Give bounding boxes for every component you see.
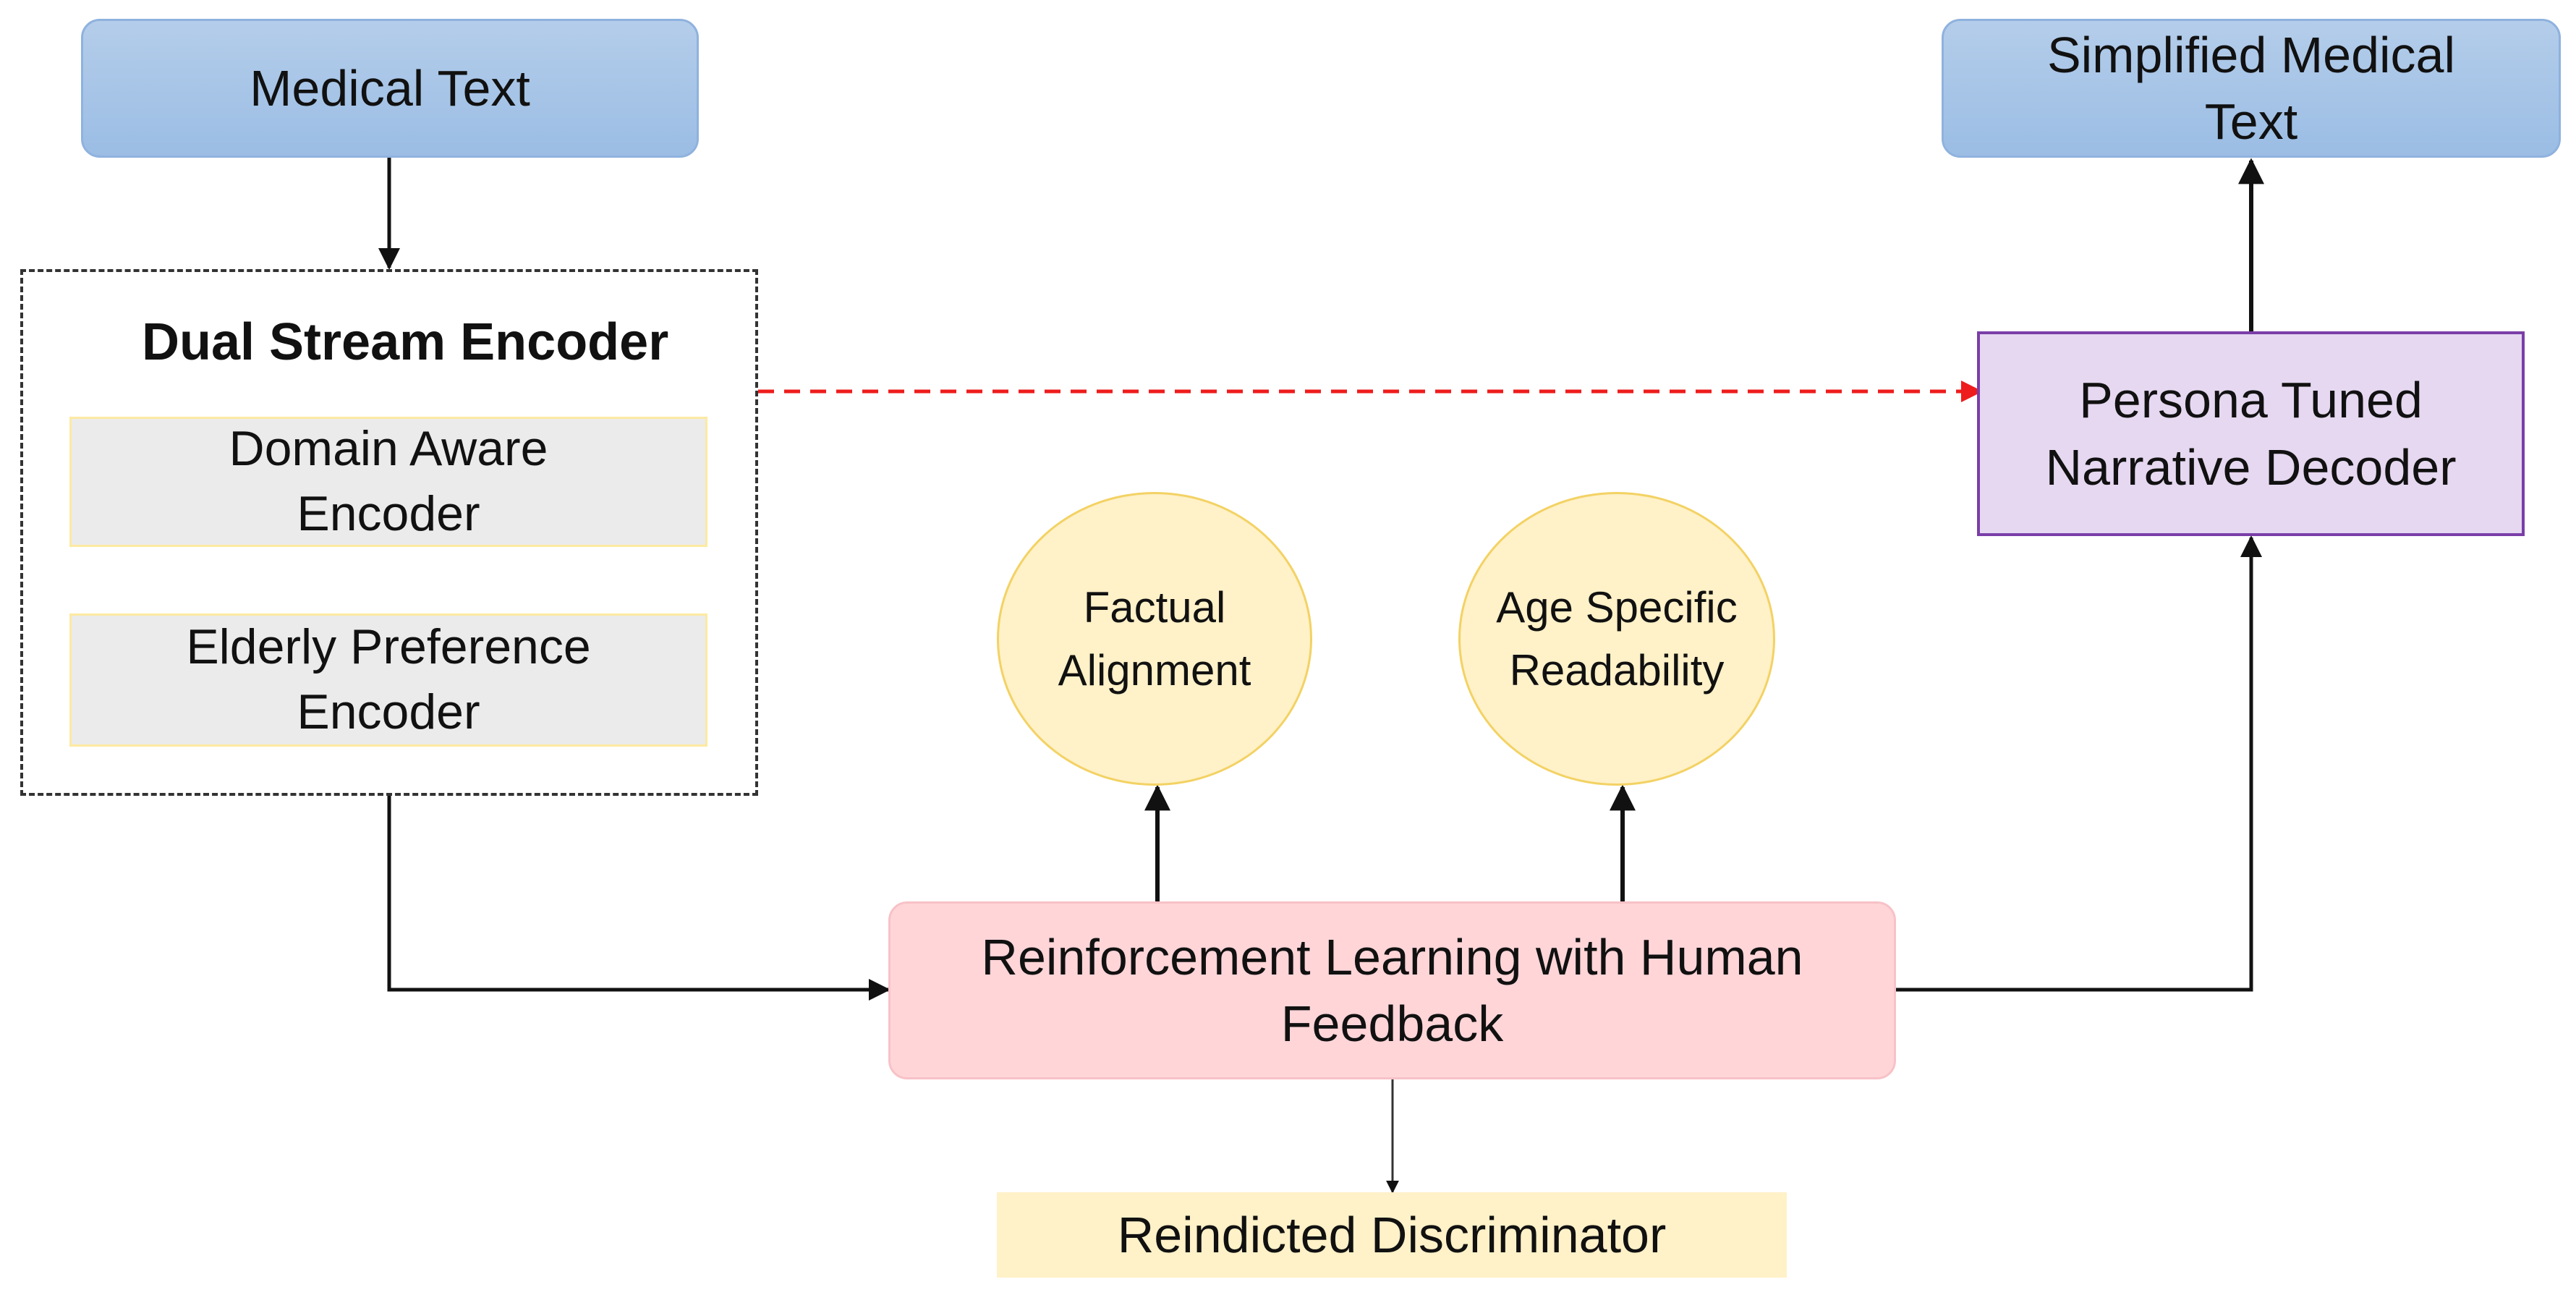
reindicted-discriminator-box: Reindicted Discriminator [997, 1192, 1787, 1278]
age-specific-line1: Age Specific [1496, 583, 1738, 632]
elderly-preference-line2: Encoder [297, 684, 480, 739]
factual-alignment-circle: Factual Alignment [997, 492, 1312, 786]
age-specific-line2: Readability [1509, 646, 1725, 695]
domain-aware-line2: Encoder [297, 486, 480, 541]
factual-alignment-line2: Alignment [1058, 646, 1251, 695]
dual-stream-encoder-title: Dual Stream Encoder [142, 313, 669, 372]
rlhf-line1: Reinforcement Learning with Human [981, 928, 1803, 985]
simplified-text-line2: Text [2204, 93, 2298, 150]
reindicted-discriminator-label: Reindicted Discriminator [1117, 1206, 1667, 1263]
domain-aware-line1: Domain Aware [229, 421, 548, 477]
arrow-encoder-to-rlhf [387, 796, 890, 1001]
elderly-preference-encoder-box: Elderly Preference Encoder [69, 613, 707, 747]
elderly-preference-line1: Elderly Preference [186, 619, 591, 675]
persona-decoder-line2: Narrative Decoder [2045, 438, 2457, 496]
arrow-rlhf-to-decoder [1896, 535, 2262, 992]
persona-decoder-line1: Persona Tuned [2079, 372, 2423, 429]
age-specific-readability-circle: Age Specific Readability [1458, 492, 1775, 786]
simplified-text-line1: Simplified Medical [2046, 26, 2456, 83]
medical-text-label: Medical Text [250, 59, 530, 116]
medical-text-box: Medical Text [81, 19, 699, 158]
persona-tuned-decoder-box: Persona Tuned Narrative Decoder [1977, 331, 2525, 536]
simplified-medical-text-box: Simplified Medical Text [1942, 19, 2561, 158]
rlhf-box: Reinforcement Learning with Human Feedba… [888, 901, 1896, 1079]
factual-alignment-line1: Factual [1083, 583, 1226, 632]
rlhf-line2: Feedback [1280, 995, 1504, 1052]
domain-aware-encoder-box: Domain Aware Encoder [69, 417, 707, 547]
